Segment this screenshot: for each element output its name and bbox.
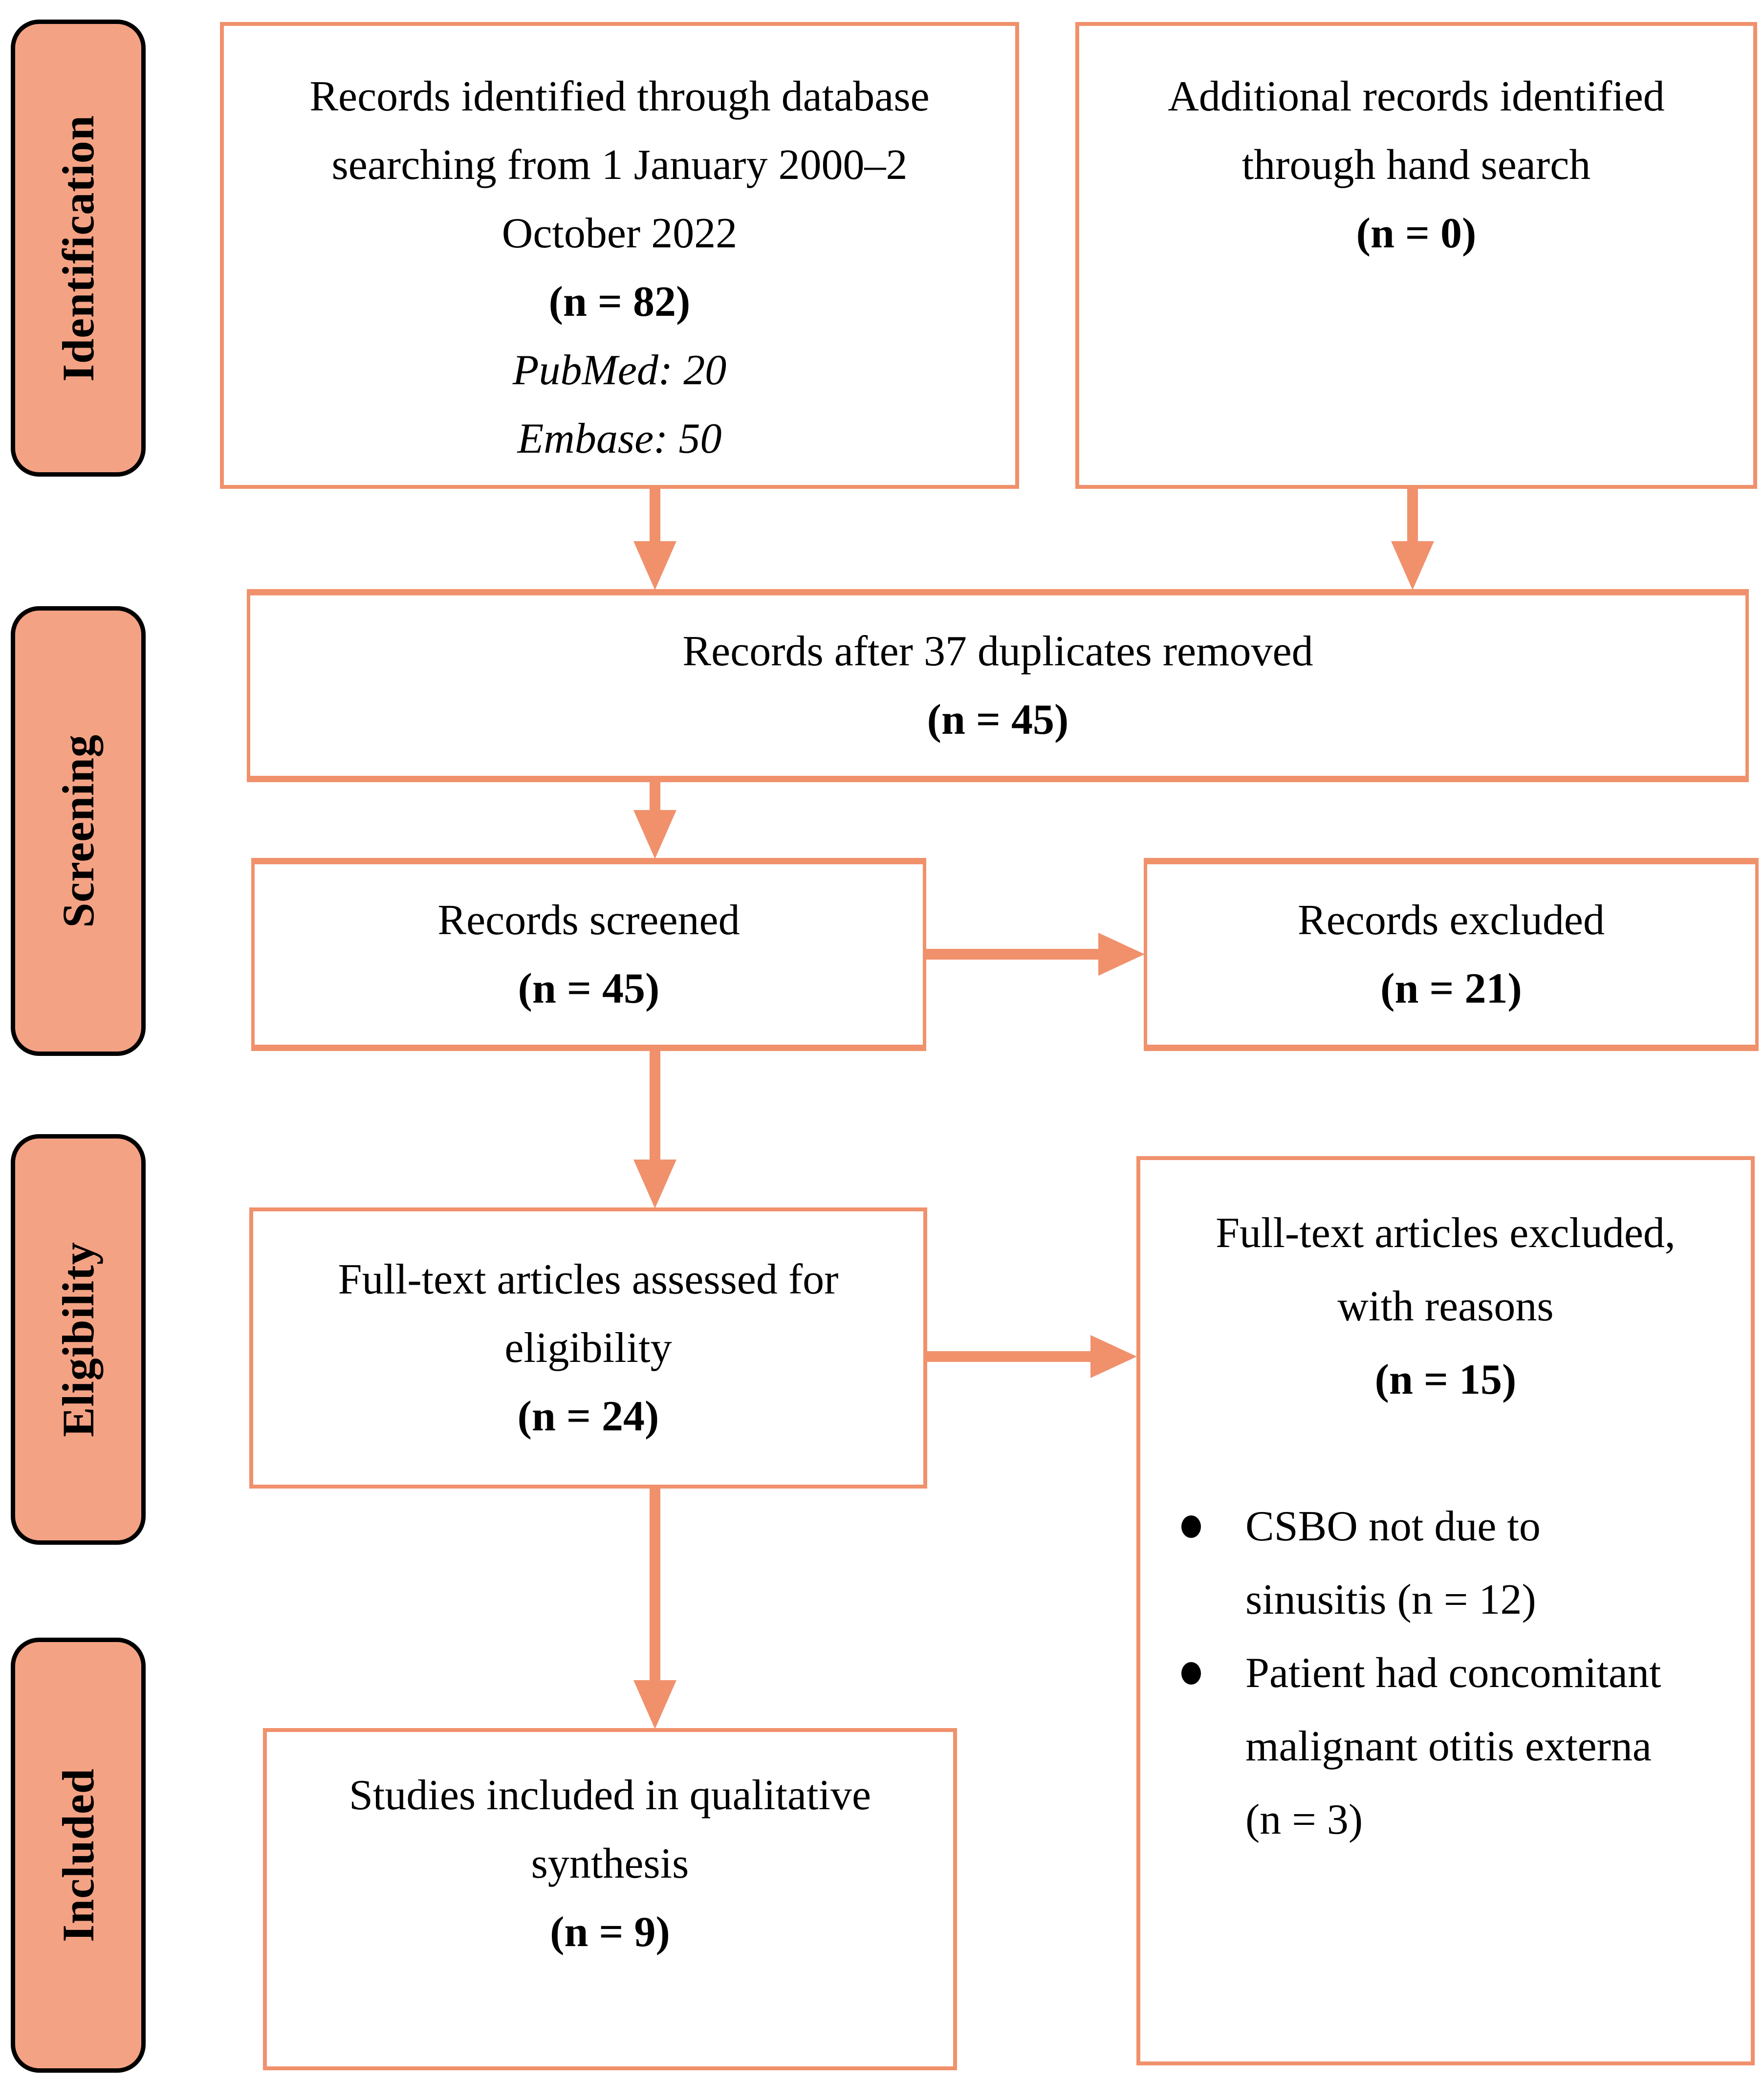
arrow-down-icon <box>633 541 676 590</box>
spacer <box>1140 1417 1751 1490</box>
exclusion-reason-item: Patient had concomitant malignant otitis… <box>1181 1637 1751 1857</box>
box-line: Records after 37 duplicates removed <box>682 627 1313 675</box>
box-records-identified-database: Records identified through database sear… <box>220 22 1019 489</box>
box-line: through hand search <box>1241 141 1591 189</box>
box-line: Records excluded <box>1298 896 1605 944</box>
box-line: Records screened <box>437 896 740 944</box>
box-count: (n = 9) <box>550 1908 670 1956</box>
exclusion-reason-text: Patient had concomitant malignant otitis… <box>1245 1649 1661 1843</box>
box-line: October 2022 <box>501 210 738 257</box>
stage-label-identification: Identification <box>53 114 103 382</box>
box-line: searching from 1 January 2000–2 <box>331 141 908 189</box>
exclusion-reason-text: CSBO not due to sinusitis (n = 12) <box>1245 1503 1541 1623</box>
arrow-down-icon <box>633 1160 676 1208</box>
box-line: Additional records identified <box>1168 73 1665 120</box>
arrow-down-icon <box>633 810 676 859</box>
stage-label-screening: Screening <box>53 734 104 928</box>
exclusion-reason-item: CSBO not due to sinusitis (n = 12) <box>1181 1490 1751 1637</box>
box-duplicates-removed: Records after 37 duplicates removed (n =… <box>247 589 1749 782</box>
stage-tab-eligibility: Eligibility <box>11 1134 146 1545</box>
stage-tab-screening: Screening <box>11 606 146 1056</box>
stage-tab-identification: Identification <box>11 20 146 477</box>
box-qualitative-synthesis: Studies included in qualitative synthesi… <box>263 1728 957 2070</box>
box-line: Records identified through database <box>309 73 930 120</box>
box-records-excluded: Records excluded (n = 21) <box>1144 858 1759 1051</box>
box-count: (n = 15) <box>1374 1356 1517 1403</box>
arrow-stem <box>927 1351 1091 1362</box>
box-subline-pubmed: PubMed: 20 <box>512 347 727 394</box>
box-count: (n = 0) <box>1356 210 1477 257</box>
box-fulltext-assessed: Full-text articles assessed for eligibil… <box>249 1207 927 1489</box>
box-line: Studies included in qualitative <box>348 1772 871 1819</box>
arrow-down-icon <box>1391 541 1434 590</box>
box-count: (n = 45) <box>518 964 660 1012</box>
exclusion-reason-list: CSBO not due to sinusitis (n = 12) Patie… <box>1140 1490 1751 1857</box>
box-line: Full-text articles assessed for <box>338 1255 839 1303</box>
bullet-dot-icon <box>1181 1515 1201 1538</box>
arrow-stem <box>1407 489 1418 543</box>
box-count: (n = 21) <box>1380 964 1522 1012</box>
box-line: synthesis <box>531 1840 689 1887</box>
arrow-stem <box>650 1051 660 1161</box>
stage-label-eligibility: Eligibility <box>53 1242 103 1437</box>
box-additional-records-hand-search: Additional records identified through ha… <box>1075 22 1757 489</box>
box-records-screened: Records screened (n = 45) <box>251 858 926 1051</box>
bullet-dot-icon <box>1181 1662 1201 1685</box>
arrow-right-icon <box>1098 933 1145 976</box>
box-count: (n = 82) <box>548 278 691 326</box>
arrow-down-icon <box>633 1680 676 1729</box>
box-line: eligibility <box>504 1324 672 1372</box>
arrow-stem <box>650 489 660 543</box>
arrow-stem <box>650 782 660 811</box>
arrow-right-icon <box>1090 1335 1137 1378</box>
box-line: Full-text articles excluded, <box>1216 1209 1676 1257</box>
stage-label-included: Included <box>53 1768 104 1942</box>
box-count: (n = 24) <box>517 1392 659 1440</box>
arrow-stem <box>926 949 1100 960</box>
box-line: with reasons <box>1337 1283 1554 1330</box>
box-fulltext-excluded: Full-text articles excluded, with reason… <box>1136 1156 1755 2065</box>
box-subline-embase: Embase: 50 <box>517 415 722 462</box>
stage-tab-included: Included <box>11 1638 146 2073</box>
arrow-stem <box>650 1489 660 1682</box>
box-count: (n = 45) <box>927 696 1069 744</box>
